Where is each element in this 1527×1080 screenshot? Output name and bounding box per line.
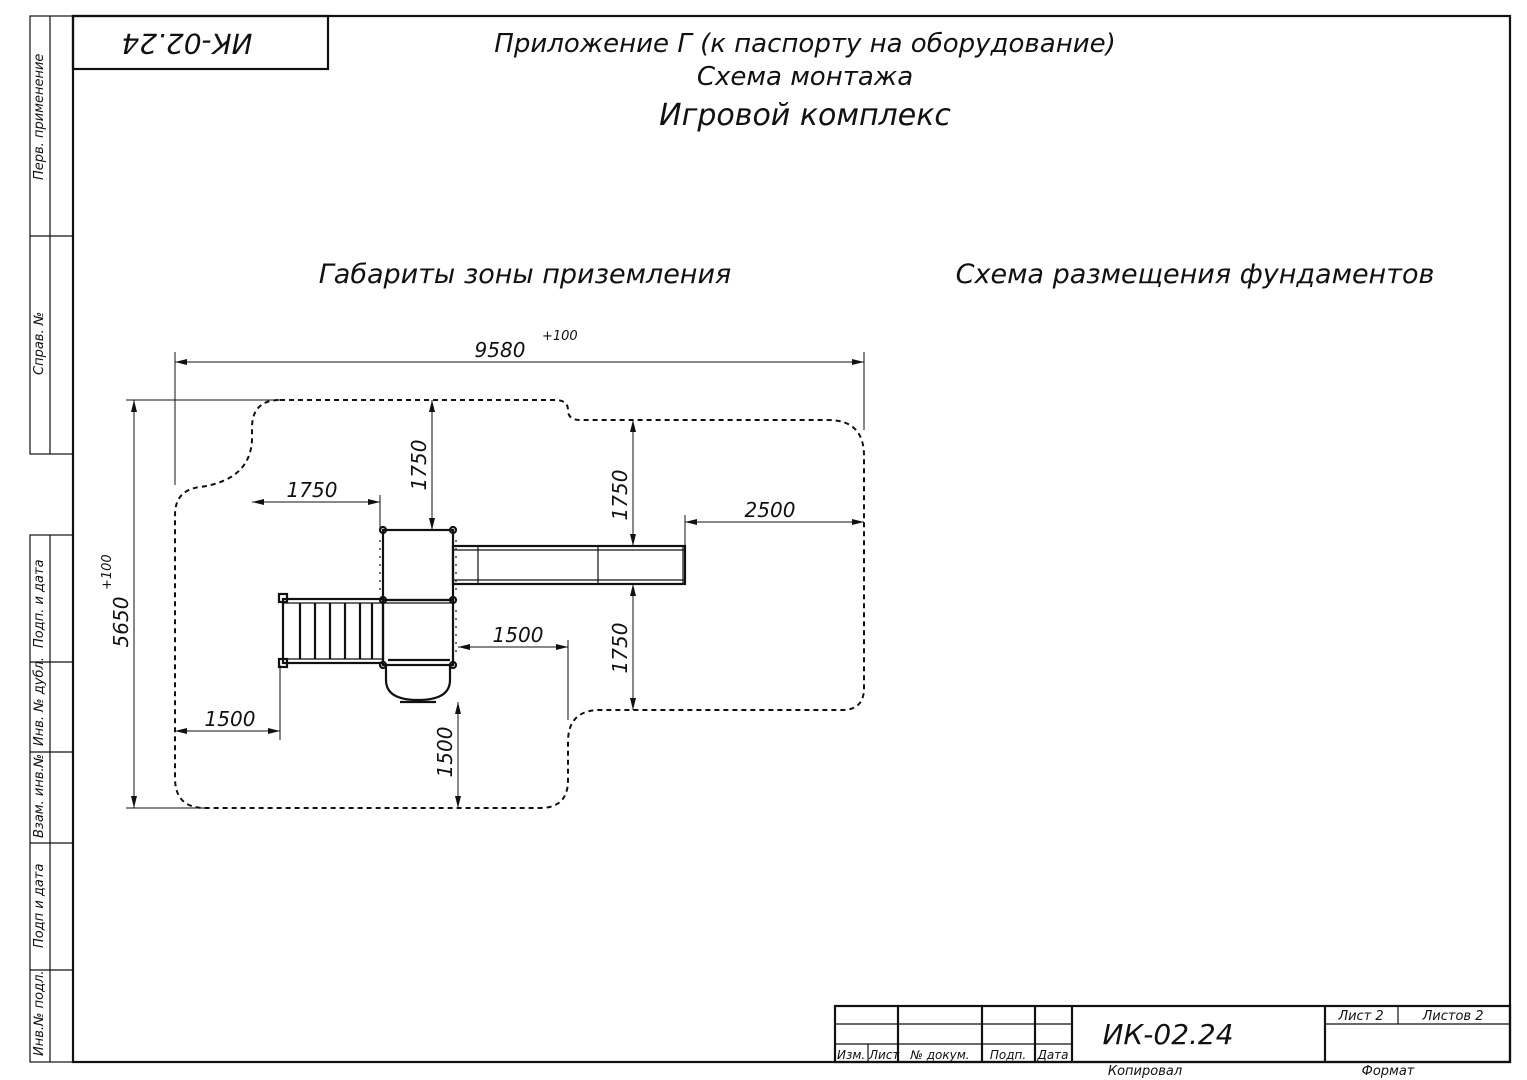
side-label-perv: Перв. применение — [32, 54, 47, 180]
dim-total-width-tol: +100 — [542, 329, 578, 344]
tb-sheet: Лист 2 — [1337, 1009, 1383, 1024]
dimensions: 9580 +100 5650 +100 1750 1750 1750 2500 … — [100, 329, 865, 809]
section-title-landing: Габариты зоны приземления — [319, 259, 732, 290]
title-complex: Игровой комплекс — [659, 98, 951, 133]
dim-bottom-vertical: 1500 — [433, 727, 457, 778]
dim-total-width: 9580 — [475, 338, 526, 362]
tunnel — [384, 665, 452, 702]
dim-right-top-vertical: 1750 — [608, 470, 632, 521]
dim-total-height-tol: +100 — [100, 554, 115, 590]
title-appendix: Приложение Г (к паспорту на оборудование… — [494, 29, 1115, 59]
tb-col-izm: Изм. — [837, 1048, 865, 1062]
ladder — [281, 597, 385, 665]
tb-format: Формат — [1362, 1064, 1415, 1079]
tower-upper — [381, 528, 455, 602]
side-label-sprav: Справ. № — [32, 312, 47, 375]
tb-col-list: Лист — [868, 1048, 900, 1062]
dim-total-height: 5650 — [109, 597, 133, 648]
title-scheme: Схема монтажа — [697, 62, 913, 92]
side-label-podp-data-1: Подп. и дата — [32, 559, 47, 648]
tower-lower — [381, 598, 455, 667]
top-stamp — [71, 14, 330, 71]
tb-col-doc: № докум. — [909, 1048, 969, 1062]
tb-col-podp: Подп. — [990, 1048, 1026, 1062]
section-title-foundations: Схема размещения фундаментов — [956, 259, 1435, 290]
side-label-inv-dubl: Инв. № дубл. — [32, 657, 47, 746]
side-strip-frame-lower — [29, 534, 74, 1063]
dim-right-bottom-vertical: 1750 — [608, 623, 632, 674]
dim-left-top-offset: 1750 — [287, 478, 338, 502]
side-label-podp-data-2: Подп и дата — [32, 864, 47, 948]
dim-left-bottom-offset: 1500 — [205, 707, 256, 731]
tb-sheets: Листов 2 — [1422, 1009, 1484, 1024]
tb-copied: Копировал — [1108, 1064, 1182, 1079]
dim-top-vertical: 1750 — [407, 440, 431, 491]
slide — [451, 544, 687, 586]
side-label-vzam-inv: Взам. инв.№ — [32, 754, 47, 838]
outer-frame — [71, 14, 1512, 1064]
dim-right-offset: 2500 — [745, 498, 796, 522]
top-stamp-code: ИК-02.24 — [121, 27, 252, 60]
side-label-inv-podl: Инв.№ подл. — [32, 970, 47, 1056]
dim-middle-offset: 1500 — [493, 623, 544, 647]
side-strip-frame — [29, 15, 74, 455]
tb-designation: ИК-02.24 — [1102, 1018, 1233, 1051]
equipment — [277, 525, 687, 704]
landing-zone-outline — [174, 399, 865, 809]
title-block: Изм. Лист № докум. Подп. Дата ИК-02.24 Л… — [833, 1004, 1512, 1079]
tb-col-data: Дата — [1036, 1048, 1068, 1062]
